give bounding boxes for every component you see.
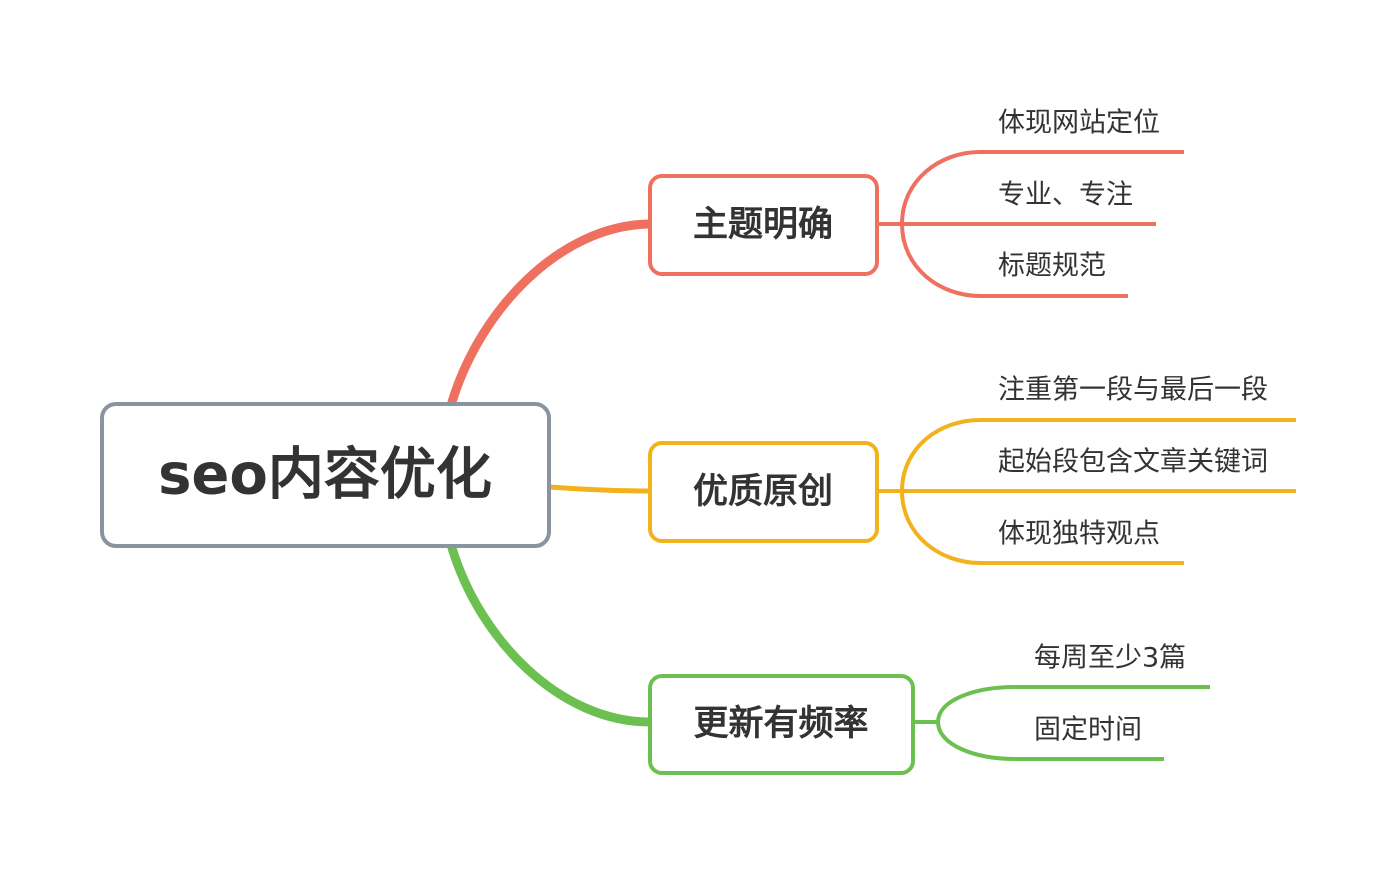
leaf-quality-1[interactable]: 注重第一段与最后一段	[998, 375, 1268, 406]
leaf-connectors-quality	[877, 418, 1296, 565]
root-label: seo内容优化	[158, 443, 492, 508]
leaf-frequency-1[interactable]: 每周至少3篇	[1034, 643, 1186, 674]
branch-label-frequency: 更新有频率	[693, 704, 868, 744]
leaf-topic-1[interactable]: 体现网站定位	[998, 108, 1160, 139]
branch-node-quality[interactable]: 优质原创	[648, 441, 879, 543]
branch-label-quality: 优质原创	[693, 472, 833, 512]
leaf-quality-3[interactable]: 体现独特观点	[998, 519, 1160, 550]
leaf-connectors-topic	[877, 150, 1184, 298]
branch-node-topic[interactable]: 主题明确	[648, 174, 879, 276]
leaf-topic-3[interactable]: 标题规范	[998, 251, 1106, 282]
leaf-topic-2[interactable]: 专业、专注	[998, 180, 1133, 211]
branch-node-frequency[interactable]: 更新有频率	[648, 674, 915, 775]
connector-root-quality	[547, 484, 653, 494]
leaf-frequency-2[interactable]: 固定时间	[1034, 715, 1142, 746]
leaf-connectors-frequency	[913, 685, 1210, 761]
leaf-quality-2[interactable]: 起始段包含文章关键词	[998, 447, 1268, 478]
connector-root-topic	[447, 219, 655, 407]
root-node[interactable]: seo内容优化	[100, 402, 551, 548]
connector-root-frequency	[447, 543, 655, 727]
branch-label-topic: 主题明确	[693, 205, 833, 245]
